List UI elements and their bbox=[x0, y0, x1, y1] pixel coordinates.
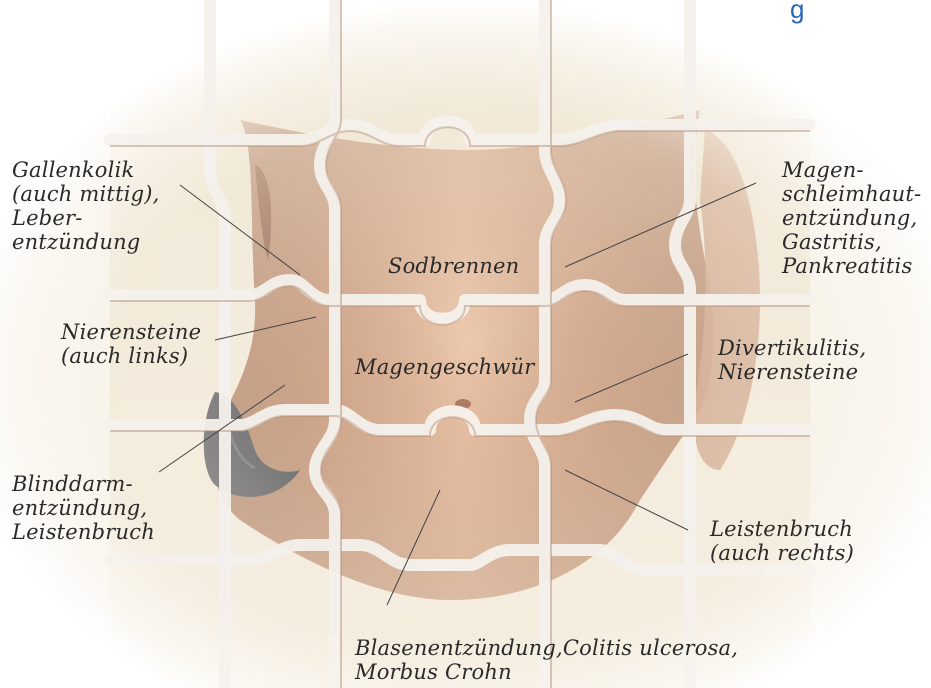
label-magen-schleimhaut: Magen- schleimhaut- entzündung, Gastriti… bbox=[782, 158, 921, 278]
label-gallenkolik: Gallenkolik (auch mittig), Leber- entzün… bbox=[12, 158, 160, 254]
label-blasenentzuendung: Blasenentzündung,Colitis ulcerosa, Morbu… bbox=[355, 636, 738, 684]
label-sodbrennen: Sodbrennen bbox=[388, 254, 519, 278]
title-fragment: g bbox=[790, 0, 804, 25]
label-leistenbruch-rechts: Leistenbruch (auch rechts) bbox=[710, 517, 854, 565]
label-nierensteine-links: Nierensteine (auch links) bbox=[61, 320, 201, 368]
label-blinddarm: Blinddarm- entzündung, Leistenbruch bbox=[12, 472, 155, 544]
label-divertikulitis: Divertikulitis, Nierensteine bbox=[718, 336, 866, 384]
label-magengeschwuer: Magengeschwür bbox=[355, 355, 535, 379]
